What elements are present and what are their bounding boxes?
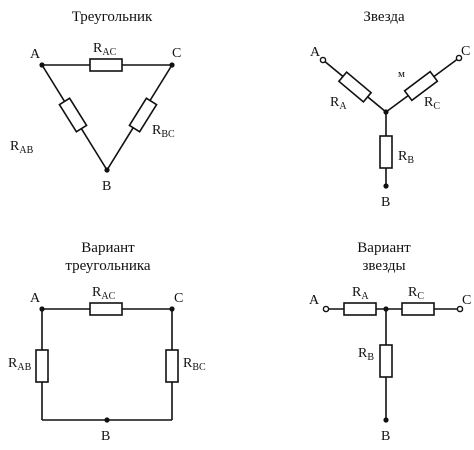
r-ab-label: RAB: [10, 139, 34, 156]
star-node-a-label: A: [310, 45, 321, 60]
resistor-r-ac: [89, 58, 123, 72]
node-a-terminal: [319, 56, 327, 64]
star-title: Звезда: [363, 9, 405, 25]
r-b-label: RB: [398, 149, 414, 166]
star-variant-center-dot: [383, 306, 389, 312]
r-c-label: RC: [424, 95, 440, 112]
resistor-r-ab: [58, 97, 88, 133]
star-variant-r-b-label: RB: [358, 346, 374, 363]
node-b-dot: [104, 167, 110, 173]
star-node-m-label: м: [398, 68, 405, 80]
triangle-variant-title-line2: треугольника: [65, 258, 151, 274]
variant-node-c-dot: [169, 306, 175, 312]
resistor-r-b: [379, 135, 393, 169]
resistor-variant-r-ac: [89, 302, 123, 316]
star-variant-diagram: Вариант звезды A C B RA RC RB: [309, 240, 471, 444]
star-variant-title-line1: Вариант: [357, 240, 411, 256]
variant-node-b-label: B: [101, 429, 110, 444]
r-ac-label: RAC: [93, 41, 117, 58]
star-node-b-label: B: [381, 195, 390, 210]
resistor-r-bc: [128, 97, 158, 133]
resistor-variant-r-a: [343, 302, 377, 316]
node-b-terminal: [383, 183, 389, 189]
resistor-r-a: [337, 70, 373, 104]
star-variant-node-c-terminal: [456, 305, 464, 313]
resistor-r-c: [403, 70, 439, 102]
star-variant-r-a-label: RA: [352, 285, 369, 302]
star-diagram: Звезда A C B м RA RC RB: [310, 9, 470, 210]
resistor-variant-r-c: [401, 302, 435, 316]
variant-r-ac-label: RAC: [92, 285, 116, 302]
triangle-variant-title-line1: Вариант: [81, 240, 135, 256]
variant-r-bc-label: RBC: [183, 356, 206, 373]
variant-node-a-dot: [39, 306, 45, 312]
star-center-dot: [383, 109, 389, 115]
node-b-label: B: [102, 179, 111, 194]
star-variant-r-c-label: RC: [408, 285, 424, 302]
variant-node-c-label: C: [174, 291, 183, 306]
r-a-label: RA: [330, 95, 347, 112]
resistor-variant-r-bc: [165, 349, 179, 383]
node-c-dot: [169, 62, 175, 68]
variant-node-a-label: A: [30, 291, 41, 306]
star-variant-node-a-terminal: [322, 305, 330, 313]
star-variant-node-c-label: C: [462, 293, 471, 308]
star-variant-title-line2: звезды: [362, 258, 405, 274]
node-a-label: A: [30, 47, 41, 62]
resistor-variant-r-b: [379, 344, 393, 378]
resistor-variant-r-ab: [35, 349, 49, 383]
triangle-title: Треугольник: [72, 9, 153, 25]
triangle-diagram: Треугольник A C B RAC RBC RAB: [10, 9, 181, 194]
node-a-dot: [39, 62, 45, 68]
star-node-c-label: C: [461, 44, 470, 59]
variant-node-b-dot: [104, 417, 110, 423]
node-c-label: C: [172, 46, 181, 61]
star-variant-node-b-label: B: [381, 429, 390, 444]
node-c-terminal: [455, 54, 463, 62]
r-bc-label: RBC: [152, 123, 175, 140]
star-variant-node-a-label: A: [309, 293, 320, 308]
variant-r-ab-label: RAB: [8, 356, 32, 373]
triangle-variant-diagram: Вариант треугольника A C B RAC RAB RBC: [8, 240, 206, 444]
star-variant-node-b-terminal: [383, 417, 389, 423]
